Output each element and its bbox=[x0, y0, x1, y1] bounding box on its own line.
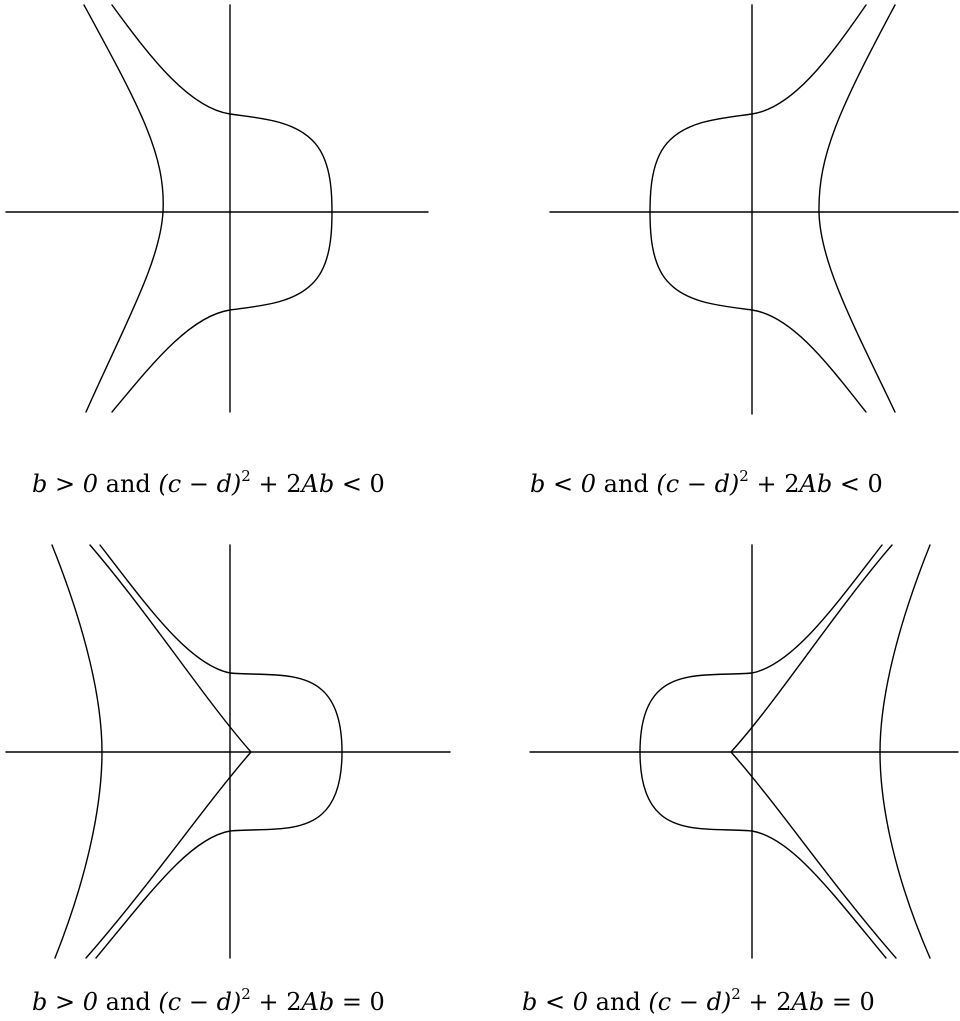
panel-3-caption: b > 0 and (c − d)2 + 2Ab = 0 bbox=[32, 985, 385, 1016]
panel-3-lower-cusp-branch bbox=[85, 751, 252, 959]
panel-3-left-branch bbox=[51, 544, 103, 959]
panel-4-lower-cusp-branch bbox=[730, 751, 897, 959]
panel-4-outer-branch bbox=[639, 544, 887, 959]
panel-1-right-branch bbox=[111, 4, 333, 413]
panel-1-caption: b > 0 and (c − d)2 + 2Ab < 0 bbox=[32, 467, 385, 498]
panel-4 bbox=[529, 544, 959, 959]
panel-2-left-branch bbox=[649, 4, 867, 413]
panel-3 bbox=[5, 544, 451, 959]
panel-3-upper-cusp-branch bbox=[89, 544, 252, 753]
panel-4-upper-cusp-branch bbox=[730, 544, 893, 753]
panel-4-caption: b < 0 and (c − d)2 + 2Ab = 0 bbox=[522, 985, 875, 1016]
panel-2-right-branch bbox=[818, 4, 896, 413]
panel-2-caption: b < 0 and (c − d)2 + 2Ab < 0 bbox=[530, 467, 883, 498]
panel-1 bbox=[5, 4, 429, 413]
panel-2 bbox=[549, 4, 959, 415]
panel-1-left-branch bbox=[83, 4, 164, 413]
panel-4-right-branch bbox=[879, 544, 931, 959]
panel-3-outer-branch bbox=[95, 544, 343, 959]
